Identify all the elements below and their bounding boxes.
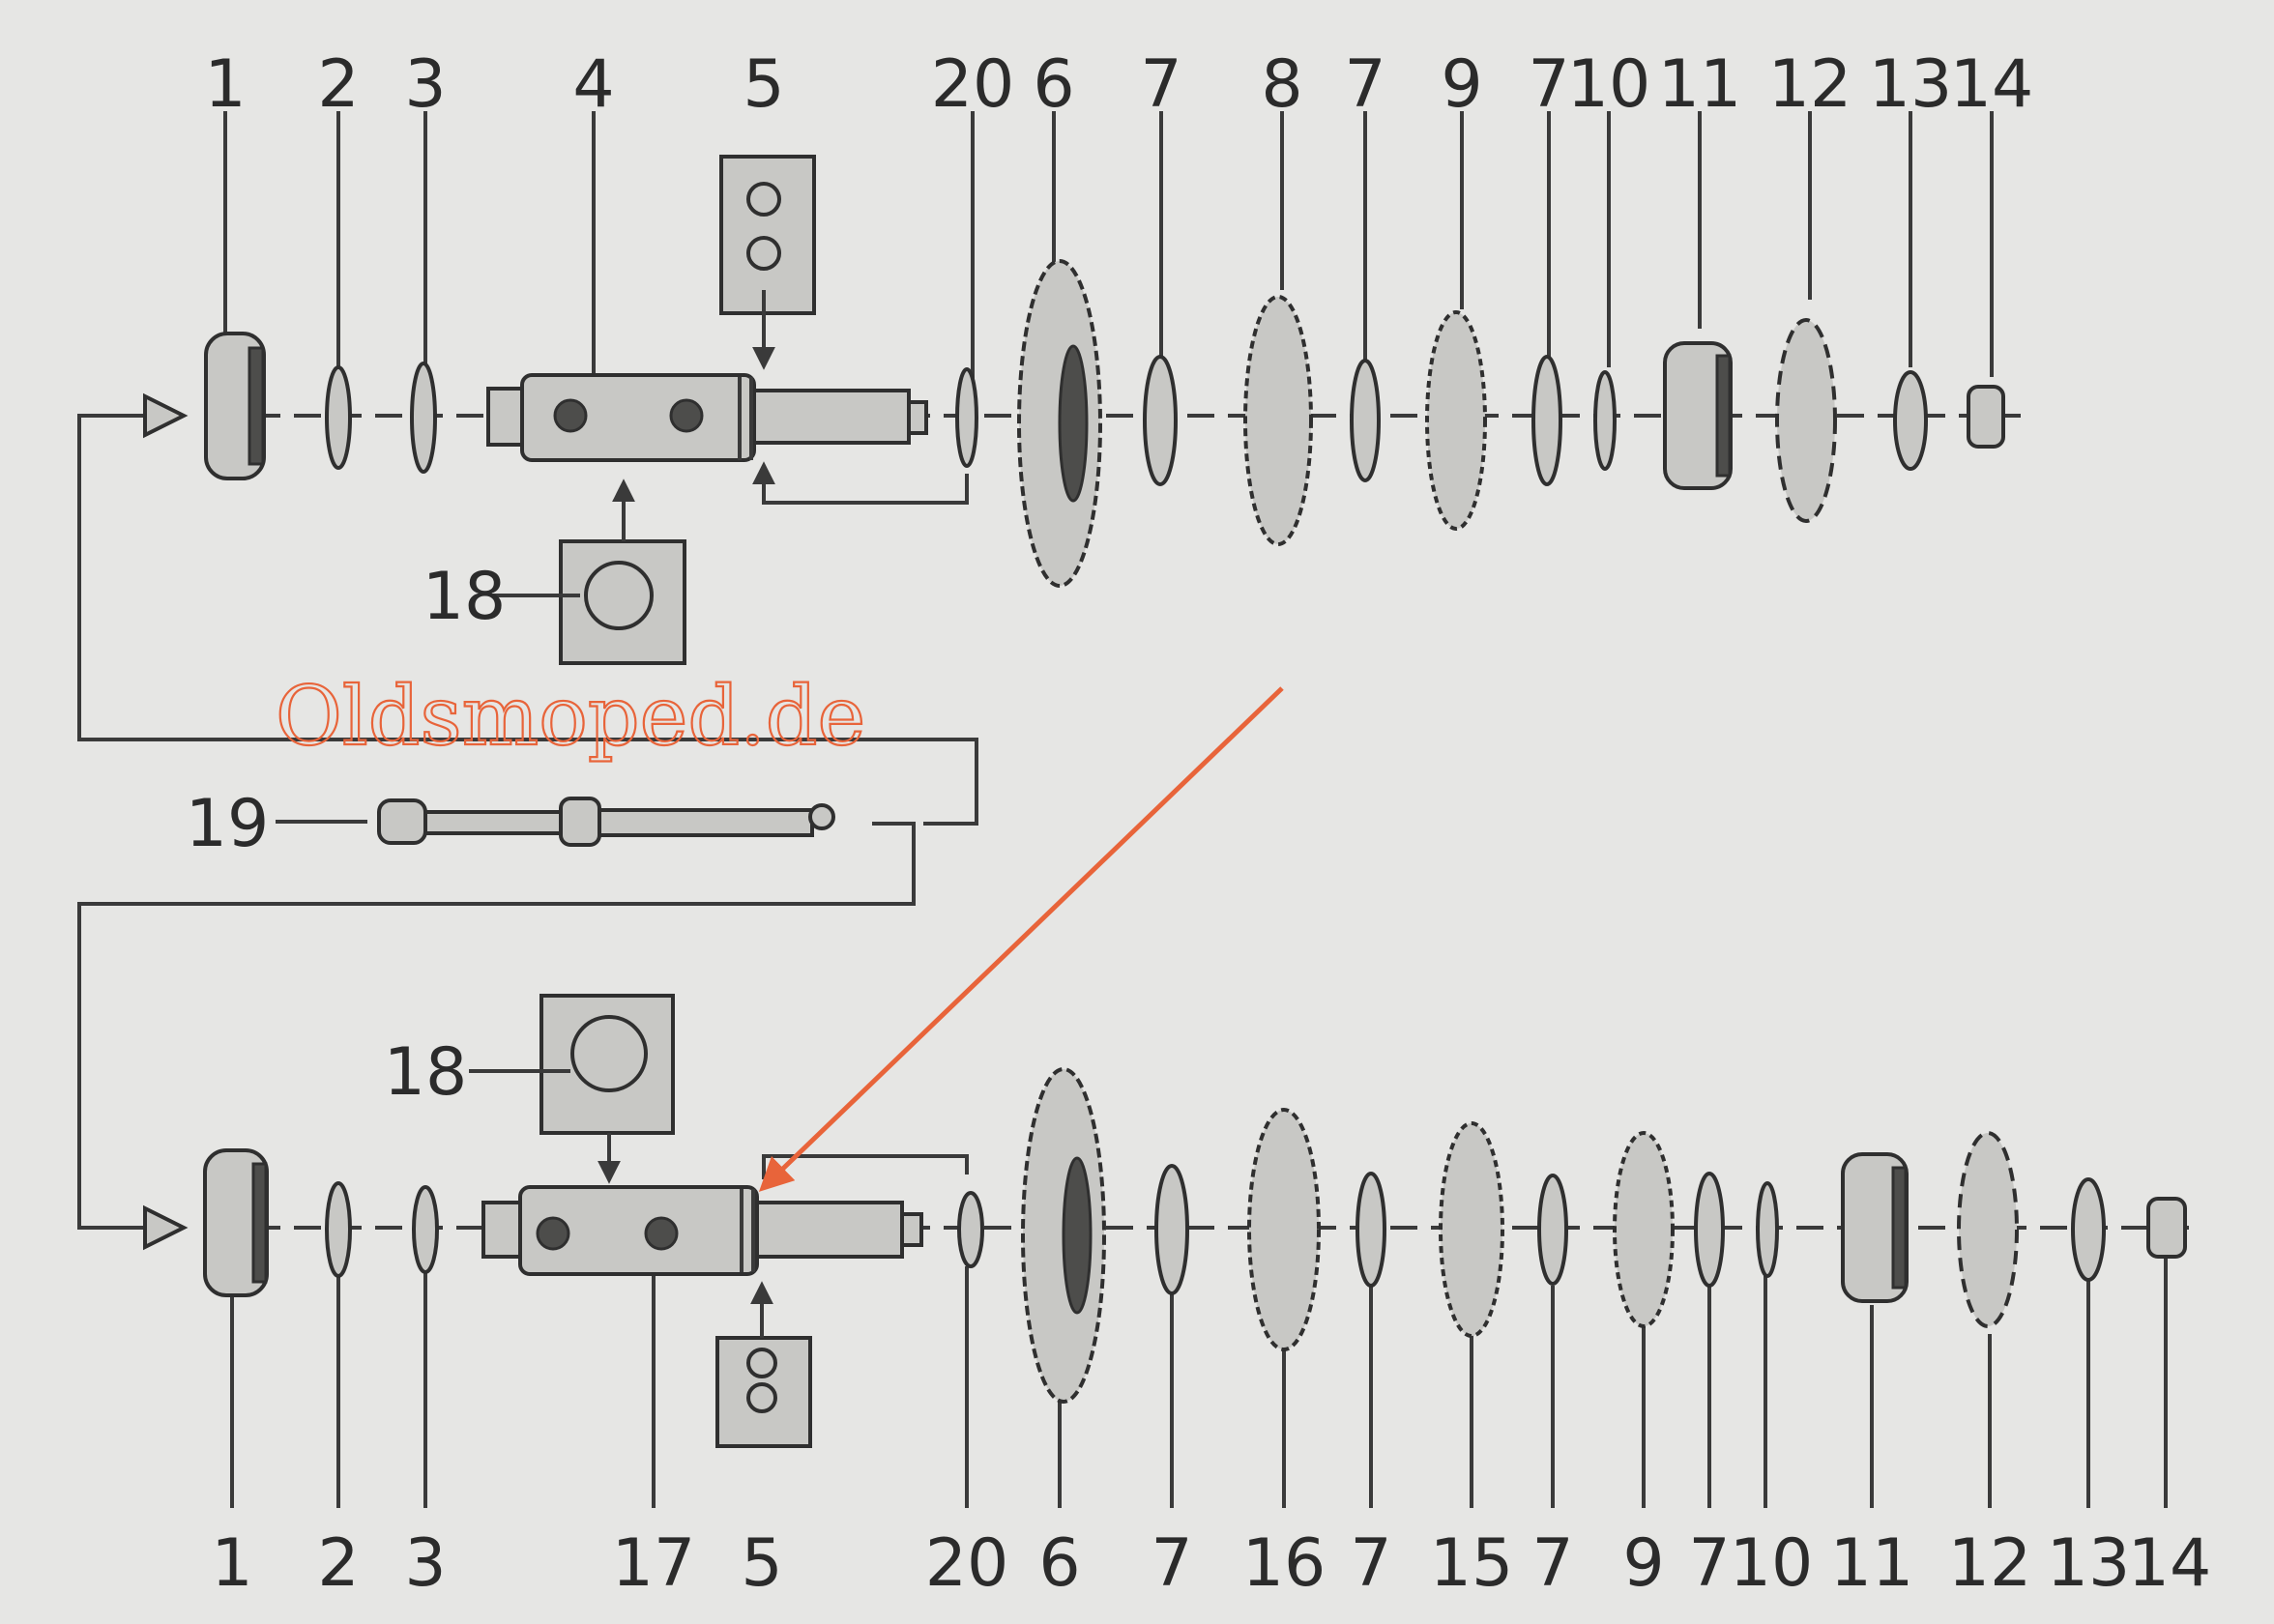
bottom-label: 5 <box>741 1525 782 1602</box>
washer-13-top <box>1893 370 1928 471</box>
washer-7d-bottom <box>1694 1172 1725 1288</box>
circlip-2-bottom <box>325 1181 352 1278</box>
washer-20-bottom <box>957 1191 984 1268</box>
bottom-label: 3 <box>404 1525 446 1602</box>
bottom-label: 9 <box>1622 1525 1664 1602</box>
top-label: 7 <box>1528 46 1569 123</box>
washer-13-bottom <box>2071 1177 2106 1282</box>
gear-16-bottom <box>1247 1108 1321 1351</box>
bearing-11-bottom <box>1841 1152 1909 1303</box>
bottom-label: 1 <box>211 1525 252 1602</box>
gear-9-top <box>1425 310 1487 531</box>
bottom-label: 13 <box>2047 1525 2131 1602</box>
watermark-text: Oldsmoped.de <box>276 669 865 764</box>
bottom-label: 10 <box>1730 1525 1814 1602</box>
top-assembly: 1 2 3 4 5 20 6 7 8 7 9 7 10 11 12 13 14 … <box>204 46 2033 665</box>
gear-9-bottom <box>1613 1131 1675 1328</box>
bottom-label: 12 <box>1948 1525 2032 1602</box>
bottom-label: 17 <box>612 1525 696 1602</box>
ball-box-18-bottom: 18 <box>384 994 675 1184</box>
bearing-11-top <box>1663 341 1733 490</box>
sprocket-12-top <box>1775 318 1837 523</box>
bottom-label: 16 <box>1242 1525 1326 1602</box>
bearing-1-bottom <box>203 1148 269 1297</box>
bottom-label: 15 <box>1430 1525 1514 1602</box>
washer-7b-bottom <box>1356 1172 1386 1288</box>
bottom-label: 20 <box>925 1525 1009 1602</box>
circlip-2-top <box>325 365 352 470</box>
annotation-arrow <box>758 686 1284 1192</box>
ball-box-18-top <box>493 478 686 665</box>
washer-20-top <box>955 367 978 468</box>
bottom-label: 14 <box>2128 1525 2212 1602</box>
washer-7b-top <box>1350 359 1381 482</box>
top-label: 13 <box>1869 46 1953 123</box>
label-ball-top: 18 <box>423 559 507 635</box>
bottom-label: 2 <box>317 1525 359 1602</box>
washer-3-bottom <box>412 1185 439 1274</box>
top-label: 12 <box>1768 46 1852 123</box>
gear-6-bottom <box>1021 1067 1106 1404</box>
detail-box-5-bottom <box>715 1281 812 1448</box>
sprocket-12-bottom <box>1957 1131 2019 1328</box>
label-ball-bottom: 18 <box>384 1034 468 1111</box>
shaft-19: 19 <box>186 786 835 862</box>
detail-box-5-top <box>719 155 816 370</box>
washer-7c-top <box>1531 355 1562 486</box>
bottom-labels: 1 2 3 17 5 20 6 7 16 7 15 7 9 7 10 11 12… <box>211 1525 2211 1602</box>
gear-15-bottom <box>1439 1121 1504 1338</box>
gear-8-top <box>1243 295 1313 546</box>
washer-7a-bottom <box>1154 1164 1189 1295</box>
top-label: 10 <box>1567 46 1651 123</box>
bottom-label: 6 <box>1038 1525 1080 1602</box>
bottom-label: 7 <box>1531 1525 1573 1602</box>
top-label: 3 <box>404 46 446 123</box>
gear-6-top <box>1017 259 1102 588</box>
bottom-label: 11 <box>1830 1525 1914 1602</box>
top-label: 20 <box>931 46 1015 123</box>
bottom-label: 7 <box>1350 1525 1391 1602</box>
bottom-label: 7 <box>1688 1525 1730 1602</box>
top-label: 6 <box>1033 46 1074 123</box>
bearing-1-top <box>204 332 266 480</box>
label-shaft-19: 19 <box>186 786 270 862</box>
top-label: 9 <box>1441 46 1482 123</box>
top-label: 2 <box>317 46 359 123</box>
top-label: 1 <box>204 46 246 123</box>
top-label: 7 <box>1344 46 1385 123</box>
bottom-label: 7 <box>1151 1525 1192 1602</box>
nut-14-bottom <box>2146 1197 2187 1259</box>
top-label: 4 <box>572 46 614 123</box>
top-label: 11 <box>1658 46 1742 123</box>
washer-3-top <box>410 362 437 474</box>
bottom-assembly: 18 1 2 3 17 <box>203 994 2211 1602</box>
ring-10-top <box>1593 370 1617 471</box>
top-label: 8 <box>1261 46 1302 123</box>
assembly-flow-connectors <box>77 392 978 1251</box>
top-label: 7 <box>1140 46 1181 123</box>
washer-7a-top <box>1143 355 1178 486</box>
main-shaft-4 <box>486 373 928 462</box>
top-label: 5 <box>743 46 784 123</box>
top-labels: 1 2 3 4 5 20 6 7 8 7 9 7 10 11 12 13 14 … <box>204 46 2033 635</box>
ring-10-bottom <box>1756 1181 1779 1278</box>
bottom-leader-lines <box>230 1257 2168 1508</box>
top-label: 14 <box>1950 46 2034 123</box>
top-leader-lines <box>223 111 1994 387</box>
main-shaft-17 <box>481 1185 923 1276</box>
washer-7c-bottom <box>1537 1174 1568 1286</box>
nut-14-top <box>1967 385 2005 449</box>
